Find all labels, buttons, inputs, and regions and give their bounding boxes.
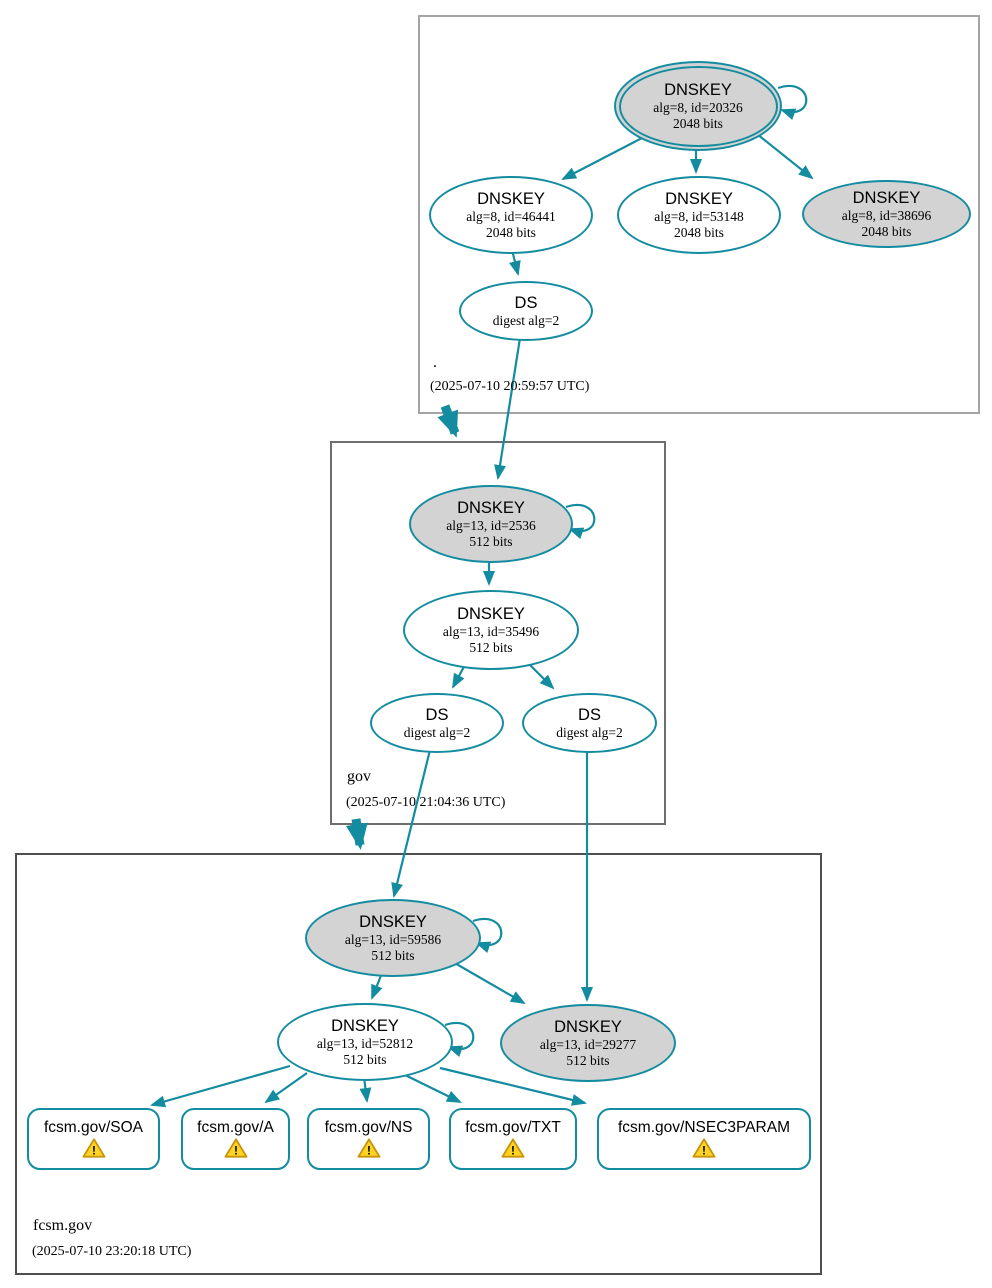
warning-icon: ! bbox=[224, 1138, 247, 1158]
dnskey-node-20326[interactable]: DNSKEY alg=8, id=20326 2048 bits bbox=[614, 61, 782, 151]
dnskey-node-38696[interactable]: DNSKEY alg=8, id=38696 2048 bits bbox=[802, 180, 971, 248]
node-detail: alg=8, id=20326 bbox=[653, 99, 743, 115]
node-detail: alg=8, id=46441 bbox=[466, 208, 556, 224]
node-detail: digest alg=2 bbox=[556, 724, 623, 740]
warning-icon: ! bbox=[357, 1138, 380, 1158]
rrset-label: fcsm.gov/TXT bbox=[465, 1119, 561, 1136]
zone-timestamp-gov: (2025-07-10 21:04:36 UTC) bbox=[346, 795, 506, 810]
dnskey-node-2536[interactable]: DNSKEY alg=13, id=2536 512 bits bbox=[409, 485, 573, 563]
node-title: DNSKEY bbox=[665, 189, 733, 208]
zone-name-root: . bbox=[433, 354, 437, 371]
warning-icon: ! bbox=[82, 1138, 105, 1158]
zone-name-gov: gov bbox=[347, 768, 371, 785]
node-title: DS bbox=[514, 293, 538, 312]
ds-node-root[interactable]: DS digest alg=2 bbox=[459, 281, 593, 341]
node-bits: 2048 bits bbox=[674, 224, 724, 240]
rrset-fcsm-gov-soa[interactable]: fcsm.gov/SOA ! bbox=[27, 1108, 160, 1170]
node-bits: 512 bits bbox=[371, 947, 415, 963]
dnskey-node-29277[interactable]: DNSKEY alg=13, id=29277 512 bits bbox=[500, 1004, 676, 1082]
node-detail: alg=13, id=2536 bbox=[446, 517, 536, 533]
dnskey-node-53148[interactable]: DNSKEY alg=8, id=53148 2048 bits bbox=[617, 176, 781, 254]
svg-text:!: ! bbox=[702, 1143, 706, 1157]
rrset-label: fcsm.gov/NS bbox=[324, 1119, 413, 1136]
node-bits: 2048 bits bbox=[673, 115, 723, 131]
node-detail: alg=8, id=38696 bbox=[841, 207, 932, 223]
node-detail: alg=13, id=59586 bbox=[344, 931, 442, 947]
dnskey-node-46441[interactable]: DNSKEY alg=8, id=46441 2048 bits bbox=[429, 176, 593, 254]
node-title: DNSKEY bbox=[457, 604, 525, 623]
node-title: DNSKEY bbox=[852, 188, 921, 207]
node-title: DNSKEY bbox=[457, 498, 525, 517]
node-detail: alg=13, id=52812 bbox=[316, 1035, 414, 1051]
zone-timestamp-root: (2025-07-10 20:59:57 UTC) bbox=[430, 379, 590, 394]
ds-node-gov-right[interactable]: DS digest alg=2 bbox=[522, 693, 657, 753]
node-detail: alg=8, id=53148 bbox=[654, 208, 744, 224]
node-title: DNSKEY bbox=[664, 80, 732, 99]
dnskey-node-52812[interactable]: DNSKEY alg=13, id=52812 512 bits bbox=[277, 1003, 453, 1081]
node-bits: 512 bits bbox=[469, 533, 513, 549]
node-detail: digest alg=2 bbox=[492, 312, 560, 328]
svg-text:!: ! bbox=[367, 1143, 371, 1157]
svg-text:!: ! bbox=[234, 1143, 238, 1157]
node-bits: 512 bits bbox=[469, 639, 513, 655]
node-bits: 512 bits bbox=[343, 1051, 387, 1067]
svg-text:!: ! bbox=[92, 1143, 96, 1157]
node-title: DNSKEY bbox=[477, 189, 545, 208]
warning-icon: ! bbox=[501, 1138, 525, 1158]
node-title: DS bbox=[425, 705, 449, 724]
svg-text:!: ! bbox=[511, 1143, 515, 1157]
zone-name-fcsm: fcsm.gov bbox=[33, 1217, 93, 1234]
node-bits: 512 bits bbox=[566, 1052, 610, 1068]
dnskey-node-35496[interactable]: DNSKEY alg=13, id=35496 512 bits bbox=[403, 590, 579, 670]
rrset-fcsm-gov-nsec3param[interactable]: fcsm.gov/NSEC3PARAM ! bbox=[597, 1108, 811, 1170]
warning-icon: ! bbox=[692, 1138, 716, 1158]
node-bits: 2048 bits bbox=[861, 223, 912, 239]
node-bits: 2048 bits bbox=[486, 224, 536, 240]
node-detail: alg=13, id=35496 bbox=[442, 623, 540, 639]
ds-node-gov-left[interactable]: DS digest alg=2 bbox=[370, 693, 504, 753]
node-detail: alg=13, id=29277 bbox=[539, 1036, 637, 1052]
node-title: DNSKEY bbox=[554, 1017, 622, 1036]
node-title: DNSKEY bbox=[331, 1016, 399, 1035]
node-title: DNSKEY bbox=[359, 912, 427, 931]
rrset-fcsm-gov-txt[interactable]: fcsm.gov/TXT ! bbox=[449, 1108, 577, 1170]
node-detail: digest alg=2 bbox=[403, 724, 471, 740]
rrset-fcsm-gov-ns[interactable]: fcsm.gov/NS ! bbox=[307, 1108, 430, 1170]
rrset-label: fcsm.gov/NSEC3PARAM bbox=[618, 1119, 790, 1136]
rrset-label: fcsm.gov/SOA bbox=[43, 1119, 144, 1136]
rrset-fcsm-gov-a[interactable]: fcsm.gov/A ! bbox=[181, 1108, 290, 1170]
node-title: DS bbox=[578, 705, 601, 724]
dnskey-node-59586[interactable]: DNSKEY alg=13, id=59586 512 bits bbox=[305, 899, 481, 977]
zone-timestamp-fcsm: (2025-07-10 23:20:18 UTC) bbox=[32, 1244, 192, 1259]
rrset-label: fcsm.gov/A bbox=[197, 1119, 274, 1136]
